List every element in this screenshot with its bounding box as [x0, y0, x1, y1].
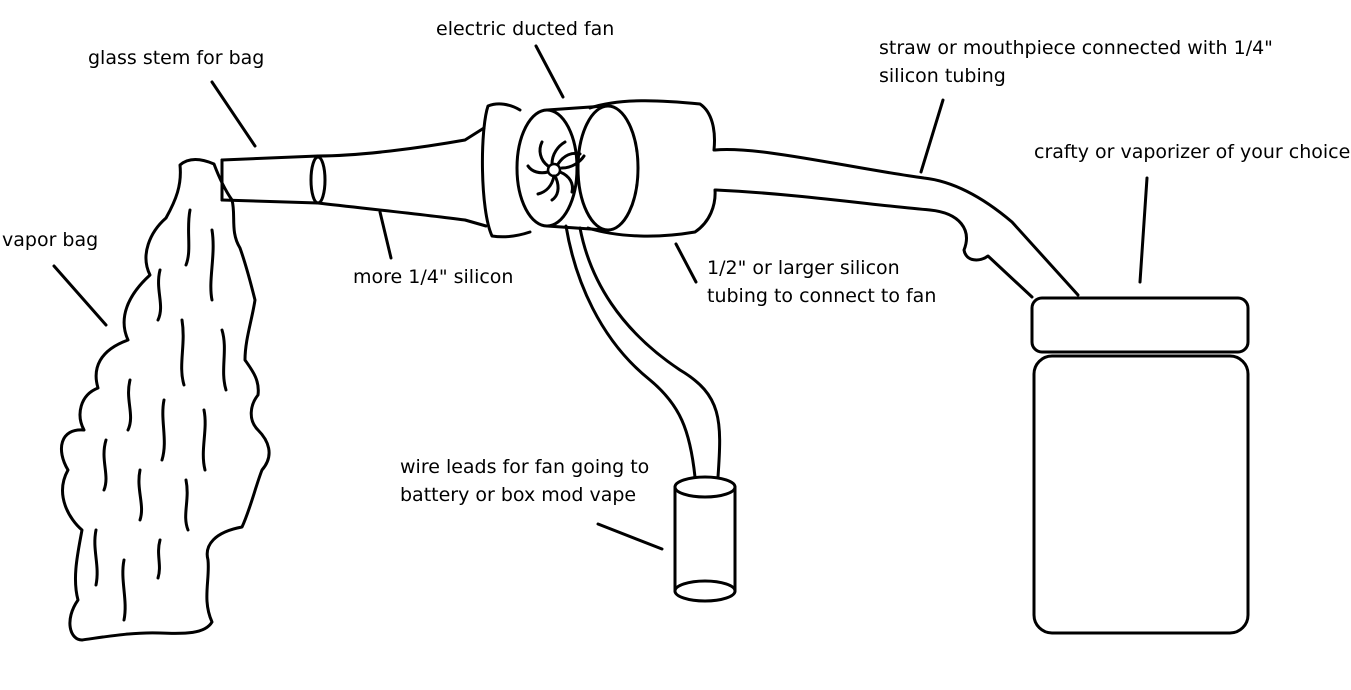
label-wire-leads-line1: wire leads for fan going to	[400, 456, 650, 478]
label-wire-leads-line2: battery or box mod vape	[400, 484, 637, 506]
glass-stem-shape	[220, 154, 327, 205]
half-inch-tube-shape	[713, 148, 1080, 299]
label-straw-line2: silicon tubing	[879, 65, 1006, 87]
pointer-more-silicon	[378, 210, 393, 260]
label-straw-line1: straw or mouthpiece connected with 1/4"	[879, 37, 1273, 59]
pointer-larger-silicon	[674, 242, 698, 284]
jar-shape	[1030, 296, 1250, 635]
quarter-inch-tube-shape	[316, 126, 488, 228]
label-more-silicon: more 1/4" silicon	[353, 266, 514, 288]
pointer-straw	[919, 98, 945, 174]
pointer-vapor-bag	[52, 264, 108, 327]
ducted-fan-shape	[480, 99, 717, 239]
wire-leads-tube-shape	[564, 224, 722, 479]
label-electric-ducted-fan: electric ducted fan	[436, 18, 615, 40]
label-larger-silicon-line2: tubing to connect to fan	[707, 285, 937, 307]
pointer-wire-leads	[596, 522, 664, 551]
pointer-glass-stem	[210, 80, 257, 148]
vapor-bag-shape	[59, 158, 271, 642]
pointer-crafty	[1138, 176, 1149, 284]
pointer-lines	[52, 44, 1149, 551]
small-glass-cup-shape	[673, 475, 737, 603]
pointer-electric-ducted-fan	[534, 44, 565, 99]
label-glass-stem: glass stem for bag	[88, 47, 265, 69]
label-crafty: crafty or vaporizer of your choice	[1034, 141, 1351, 163]
label-vapor-bag: vapor bag	[2, 229, 99, 251]
label-larger-silicon-line1: 1/2" or larger silicon	[707, 257, 900, 279]
